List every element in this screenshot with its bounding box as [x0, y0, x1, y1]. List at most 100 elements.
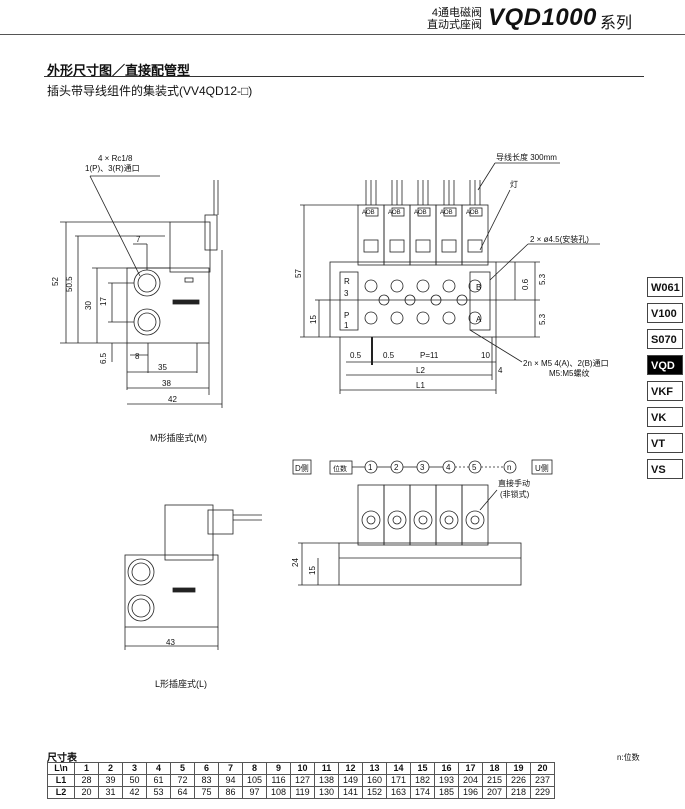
- station-5: 5: [472, 463, 477, 472]
- top-dim-24: 24: [291, 558, 300, 567]
- valve-station-1: [357, 180, 385, 325]
- subsection-title: 插头带导线组件的集装式(VV4QD12-□): [47, 84, 253, 98]
- table-col: 17: [458, 762, 483, 775]
- manifold-top-view: [292, 459, 553, 586]
- lamp-note: 灯: [510, 179, 518, 189]
- side-tab-vk[interactable]: VK: [647, 407, 683, 427]
- table-col: 7: [218, 762, 243, 775]
- side-tab-v100[interactable]: V100: [647, 303, 683, 323]
- table-row-label: L1: [47, 774, 75, 787]
- table-col: 18: [482, 762, 507, 775]
- header-subtitle: 4通电磁阀 直动式座阀: [424, 7, 482, 31]
- valve-station-5: [461, 180, 489, 325]
- port-r-label: R: [344, 277, 350, 286]
- connector-label-3: AOB: [414, 210, 427, 216]
- front-dim-57: 57: [294, 269, 303, 278]
- station-4: 4: [446, 463, 451, 472]
- table-cell: 138: [314, 774, 339, 787]
- table-col: 9: [266, 762, 291, 775]
- table-col: 12: [338, 762, 363, 775]
- table-cell: 182: [410, 774, 435, 787]
- table-col: 15: [410, 762, 435, 775]
- port-a-label: A: [476, 315, 482, 324]
- table-cell: 64: [170, 786, 195, 799]
- table-cell: 61: [146, 774, 171, 787]
- table-cell: 105: [242, 774, 267, 787]
- connector-label-4: AOB: [440, 210, 453, 216]
- port-3-label: 3: [344, 289, 349, 298]
- valve-station-3: [409, 180, 437, 325]
- m-dim-17: 17: [99, 297, 108, 306]
- table-cell: 83: [194, 774, 219, 787]
- m5-port-note-1: 2n × M5 4(A)、2(B)通口: [523, 358, 609, 368]
- valve-station-2: [383, 180, 411, 325]
- table-corner: L\n: [47, 762, 75, 775]
- port-p-label: P: [344, 311, 349, 320]
- u-side-label: U侧: [535, 463, 549, 473]
- side-tab-w061[interactable]: W061: [647, 277, 683, 297]
- side-tab-vs[interactable]: VS: [647, 459, 683, 479]
- station-2: 2: [394, 463, 399, 472]
- m-type-caption: M形插座式(M): [150, 432, 207, 443]
- l-type-side-view: [124, 504, 262, 650]
- side-tab-vkf[interactable]: VKF: [647, 381, 683, 401]
- table-cell: 116: [266, 774, 291, 787]
- series-side-tabs: W061 V100 S070 VQD VKF VK VT VS: [647, 277, 683, 485]
- m-port-note-1: 4 × Rc1/8: [98, 154, 133, 163]
- front-dim-15: 15: [309, 315, 318, 324]
- table-cell: 152: [362, 786, 387, 799]
- table-cell: 204: [458, 774, 483, 787]
- manifold-front-view: [300, 162, 600, 394]
- m-dim-6-5: 6.5: [99, 352, 108, 364]
- station-1: 1: [368, 463, 373, 472]
- m-port-note-2: 1(P)、3(R)通口: [85, 163, 140, 173]
- table-cell: 42: [122, 786, 147, 799]
- side-tab-s070[interactable]: S070: [647, 329, 683, 349]
- table-row-label: L2: [47, 786, 75, 799]
- table-cell: 237: [530, 774, 555, 787]
- table-cell: 193: [434, 774, 459, 787]
- table-header-row: L\n 1 2 3 4 5 6 7 8 9 10 11 12 13 14 15 …: [47, 762, 555, 775]
- table-cell: 171: [386, 774, 411, 787]
- top-dim-15: 15: [308, 566, 317, 575]
- dimension-table-title: 尺寸表: [47, 753, 77, 764]
- table-cell: 97: [242, 786, 267, 799]
- m-dim-30: 30: [84, 301, 93, 310]
- table-cell: 108: [266, 786, 291, 799]
- header-divider: [0, 34, 685, 35]
- d-side-label: D侧: [295, 463, 309, 473]
- table-cell: 20: [74, 786, 99, 799]
- m-dim-8: 8: [135, 352, 140, 361]
- m5-port-note-2: M5:M5螺纹: [549, 368, 589, 378]
- front-dim-pitch: P=11: [420, 351, 439, 360]
- lead-length-note: 导线长度 300mm: [496, 152, 557, 162]
- table-col: 16: [434, 762, 459, 775]
- connector-label-2: AOB: [388, 210, 401, 216]
- table-cell: 50: [122, 774, 147, 787]
- table-cell: 149: [338, 774, 363, 787]
- table-cell: 39: [98, 774, 123, 787]
- table-col: 14: [386, 762, 411, 775]
- connector-label-1: AOB: [362, 210, 375, 216]
- table-cell: 185: [434, 786, 459, 799]
- table-cell: 141: [338, 786, 363, 799]
- m-dim-7: 7: [136, 235, 141, 244]
- dimension-drawings: 4 × Rc1/8 1(P)、3(R)通口 7 52 50.5 30 17 8 …: [51, 152, 609, 689]
- table-cell: 163: [386, 786, 411, 799]
- table-row-l2: L2 20 31 42 53 64 75 86 97 108 119 130 1…: [47, 786, 555, 799]
- section-title: 外形尺寸图／直接配管型: [47, 63, 191, 78]
- table-row-l1: L1 28 39 50 61 72 83 94 105 116 127 138 …: [47, 774, 555, 787]
- l-type-caption: L形插座式(L): [155, 678, 207, 689]
- side-tab-vqd[interactable]: VQD: [647, 355, 683, 375]
- table-col: 6: [194, 762, 219, 775]
- station-3: 3: [420, 463, 425, 472]
- header-small-line-1: 4通电磁阀: [431, 7, 482, 19]
- station-label: 位数: [333, 464, 347, 473]
- side-tab-vt[interactable]: VT: [647, 433, 683, 453]
- table-col: 1: [74, 762, 99, 775]
- table-cell: 174: [410, 786, 435, 799]
- table-cell: 28: [74, 774, 99, 787]
- m-dim-50-5: 50.5: [65, 276, 74, 292]
- table-cell: 119: [290, 786, 315, 799]
- m-dim-42: 42: [168, 395, 177, 404]
